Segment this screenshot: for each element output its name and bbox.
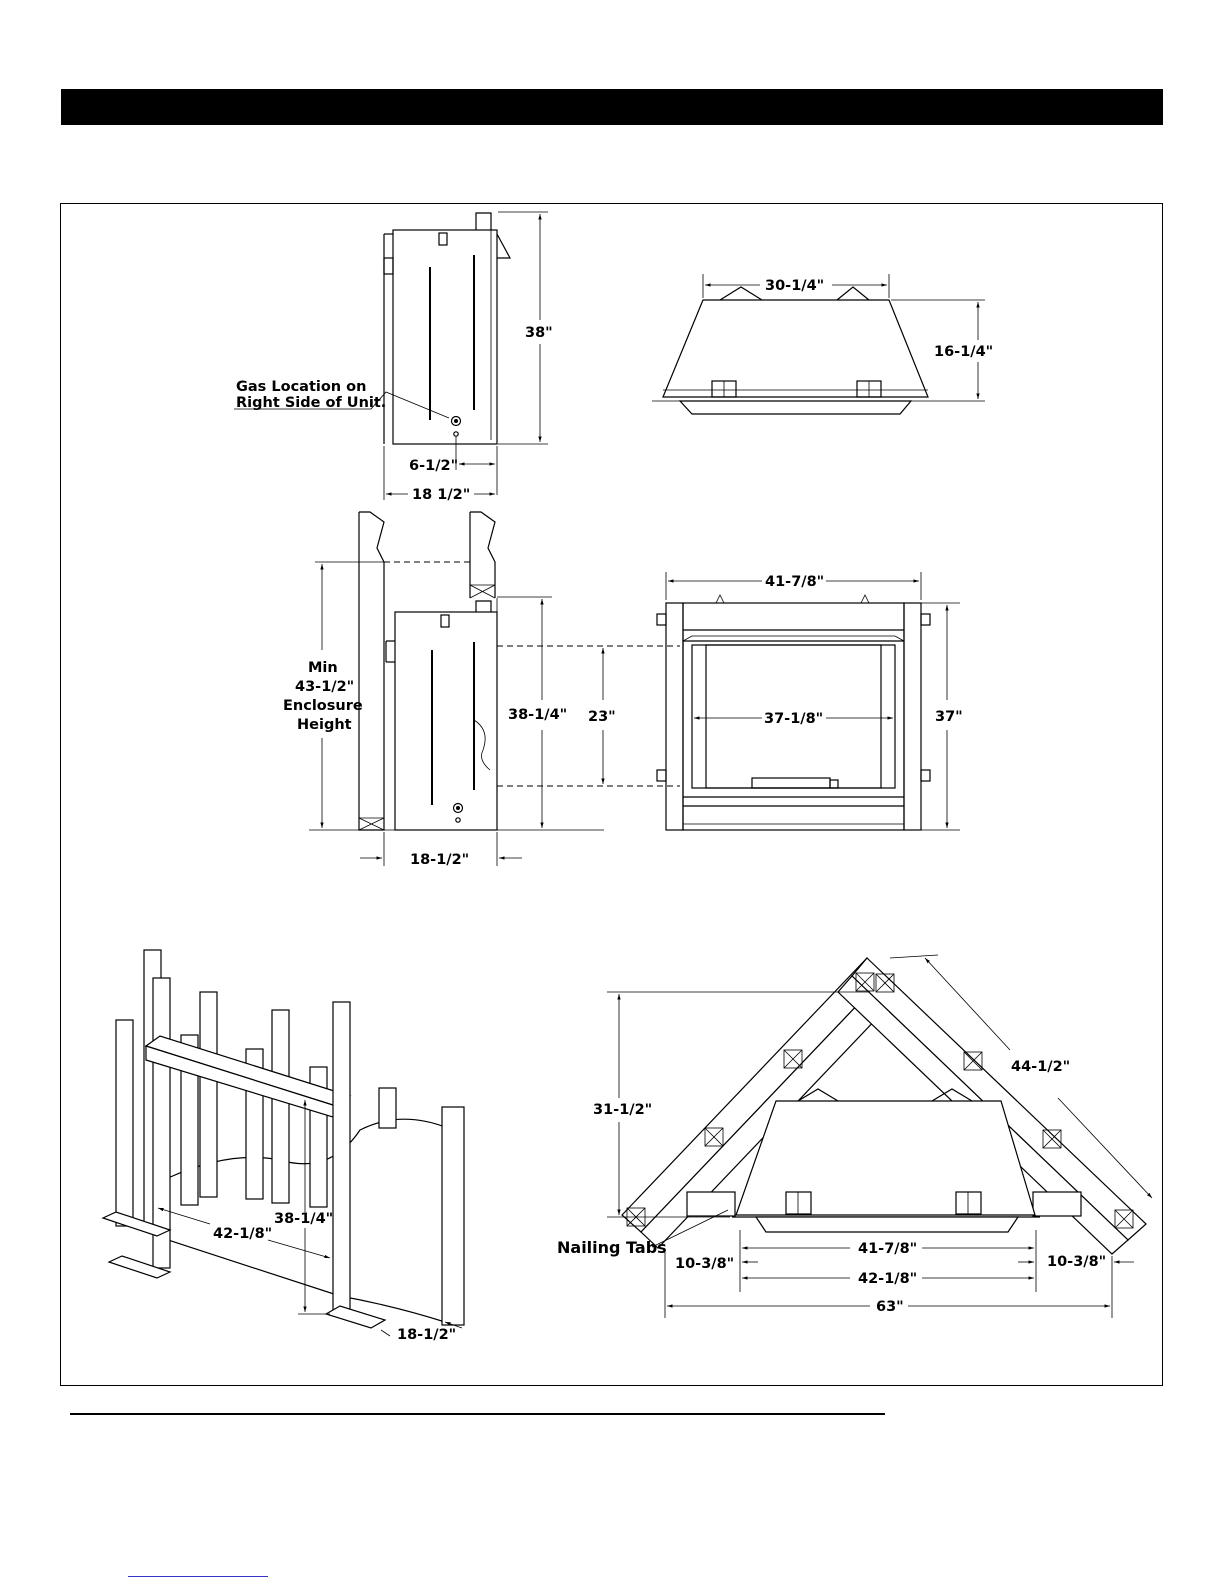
framing-view bbox=[103, 950, 464, 1336]
gas-note-line2: Right Side of Unit. bbox=[236, 395, 386, 411]
framing-width-label: 42-1/8" bbox=[213, 1226, 272, 1242]
min-height-line3: Enclosure bbox=[283, 698, 363, 714]
corner-unit-width-label: 41-7/8" bbox=[858, 1241, 917, 1257]
min-height-line2: 43-1/2" bbox=[295, 679, 354, 695]
gas-note-line1: Gas Location on bbox=[236, 379, 366, 395]
corner-right-offset-label: 10-3/8" bbox=[1047, 1254, 1106, 1270]
front-height-label: 37" bbox=[935, 709, 963, 725]
front-width-label: 41-7/8" bbox=[765, 574, 824, 590]
opening-width-label: 37-1/8" bbox=[764, 711, 823, 727]
side-view bbox=[234, 212, 548, 500]
nailing-tabs-label: Nailing Tabs bbox=[557, 1238, 667, 1257]
enclosure-depth-label: 18-1/2" bbox=[410, 852, 469, 868]
side-depth-label: 18 1/2" bbox=[412, 487, 470, 503]
corner-left-offset-label: 10-3/8" bbox=[675, 1256, 734, 1272]
gas-offset-label: 6-1/2" bbox=[409, 458, 458, 474]
corner-overall-width-label: 63" bbox=[876, 1299, 904, 1315]
enclosure-view bbox=[309, 512, 680, 866]
top-depth-label: 16-1/4" bbox=[934, 344, 993, 360]
top-width-label: 30-1/4" bbox=[765, 278, 824, 294]
side-height-label: 38" bbox=[525, 325, 553, 341]
footer-rule bbox=[70, 1413, 885, 1415]
corner-frame-width-label: 42-1/8" bbox=[858, 1271, 917, 1287]
front-view bbox=[657, 572, 960, 830]
opening-height-label: 23" bbox=[588, 709, 616, 725]
footer-link-underline bbox=[128, 1576, 268, 1577]
unit-height-label: 38-1/4" bbox=[508, 707, 567, 723]
min-height-line4: Height bbox=[297, 717, 352, 733]
corner-height-label: 31-1/2" bbox=[593, 1102, 652, 1118]
corner-wall-length-label: 44-1/2" bbox=[1011, 1059, 1070, 1075]
framing-depth-label: 18-1/2" bbox=[397, 1327, 456, 1343]
min-height-line1: Min bbox=[308, 660, 338, 676]
framing-height-label: 38-1/4" bbox=[274, 1211, 333, 1227]
